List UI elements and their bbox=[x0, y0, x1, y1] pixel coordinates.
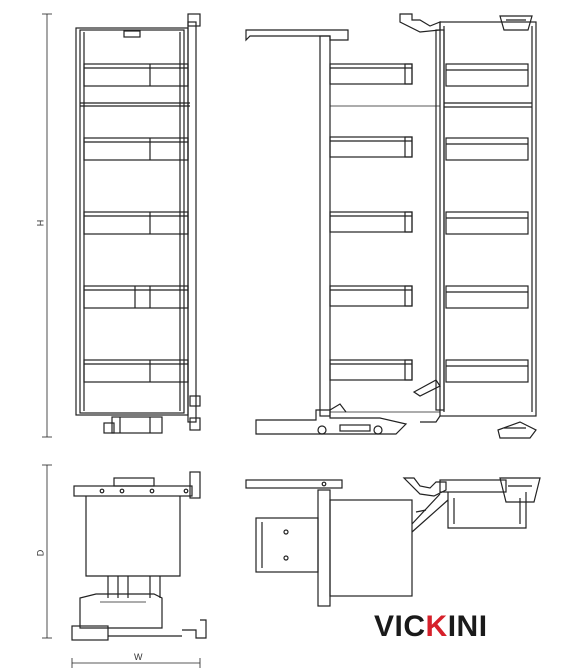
front-view bbox=[75, 13, 201, 434]
top-view-extended bbox=[245, 477, 541, 607]
brand-name-pre: VIC bbox=[374, 610, 426, 643]
side-view bbox=[245, 29, 440, 435]
brand-name-k: K bbox=[425, 610, 448, 643]
depth-dimension-line bbox=[42, 464, 52, 639]
brand-logo: VICKINI bbox=[374, 610, 488, 644]
rear-view bbox=[399, 13, 537, 439]
front-shelves bbox=[80, 63, 190, 383]
height-label: H bbox=[35, 219, 46, 227]
width-label: W bbox=[134, 652, 143, 662]
top-view bbox=[71, 471, 207, 641]
width-dimension-line bbox=[71, 658, 201, 668]
brand-name-post: INI bbox=[447, 610, 488, 643]
rear-shelves bbox=[444, 63, 532, 383]
height-dimension-line bbox=[42, 13, 52, 438]
depth-label: D bbox=[35, 549, 46, 557]
side-shelves bbox=[329, 63, 413, 381]
